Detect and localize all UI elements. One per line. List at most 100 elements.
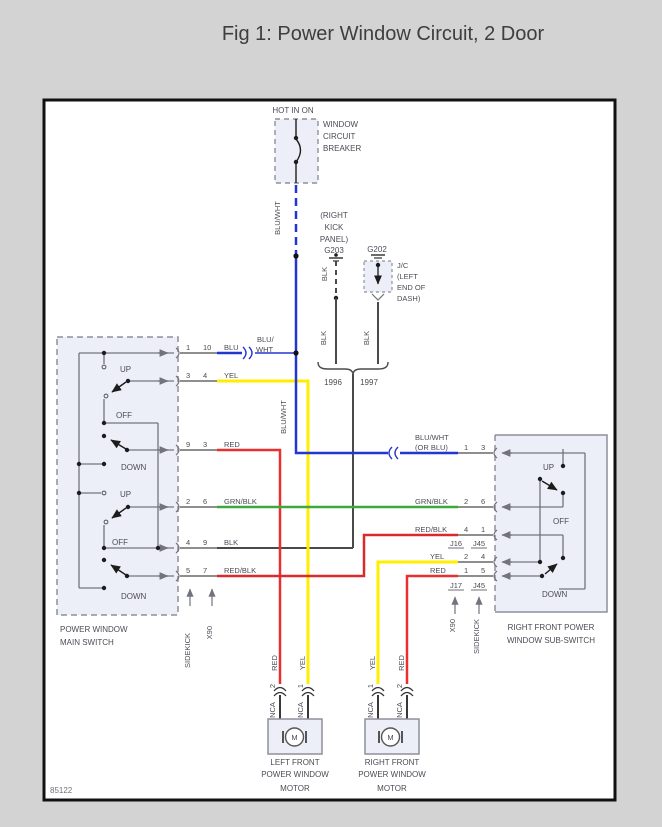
ground-g202-junction: G202 J/C (LEFT END OF DASH) (363, 245, 426, 303)
splice-dot (293, 350, 299, 356)
jc-chevron-icon (371, 293, 385, 301)
junction-id-j17: J17 (450, 581, 462, 590)
position-up-2: UP (120, 490, 131, 499)
breaker-name-line3: BREAKER (323, 144, 361, 153)
pin-number: 1 (186, 343, 190, 352)
breaker-name-line1: WINDOW (323, 120, 359, 129)
inline-connector-icon (242, 346, 399, 460)
wire-name: YEL (224, 371, 238, 380)
junction-id-j45: J45 (473, 539, 485, 548)
motor-symbol: M (291, 733, 297, 742)
year-1997: 1997 (360, 378, 378, 387)
main-switch-name-line2: MAIN SWITCH (60, 638, 114, 647)
motor-pin-number: 1 (296, 684, 305, 688)
position-off: OFF (553, 517, 569, 526)
page-title: Fig 1: Power Window Circuit, 2 Door (222, 23, 545, 45)
breaker-switch-symbol (295, 138, 302, 163)
motor-pin-number: 2 (395, 684, 404, 688)
figure-id: 85122 (50, 786, 73, 795)
wire-red-left (217, 448, 282, 684)
pin-number: 3 (481, 443, 485, 452)
wire-name: BLU/WHT (415, 433, 449, 442)
sub-switch-name-line2: WINDOW SUB-SWITCH (507, 636, 595, 645)
connector-label-x90: X90 (448, 619, 457, 632)
pin-number: 2 (464, 497, 468, 506)
sub-switch-name-line1: RIGHT FRONT POWER (508, 623, 595, 632)
pin-number: 1 (481, 525, 485, 534)
wire-label-blu-split1: BLU/ (257, 335, 275, 344)
main-switch-open-contacts (101, 364, 109, 525)
connector-label-sidekick: SIDEKICK (183, 633, 192, 668)
main-switch-pin-arcs (175, 347, 180, 582)
wire-yel-right (376, 560, 458, 684)
g203-id: G203 (324, 246, 344, 255)
position-off-2: OFF (112, 538, 128, 547)
wire-label-blk: BLK (320, 267, 329, 281)
pin-number: 6 (203, 497, 207, 506)
pin-number: 4 (186, 538, 190, 547)
g203-location-line3: PANEL) (320, 235, 349, 244)
pin-number: 1 (464, 566, 468, 575)
wire-name: GRN/BLK (224, 497, 257, 506)
ground-icon (334, 253, 338, 257)
pin-number: 4 (203, 371, 207, 380)
connector-label-sidekick: SIDEKICK (472, 619, 481, 654)
wire-label-blu-wht: BLU/WHT (279, 400, 288, 434)
wire-name: RED (224, 440, 240, 449)
wire-label-blk: BLK (362, 331, 371, 345)
pin-number: 2 (464, 552, 468, 561)
wire-name: BLK (224, 538, 238, 547)
pin-number: 2 (186, 497, 190, 506)
wire-red-blk (217, 533, 458, 578)
window-circuit-breaker: HOT IN ON WINDOW CIRCUIT BREAKER (272, 106, 361, 184)
motor-icon (380, 727, 401, 747)
pin-number: 4 (481, 552, 485, 561)
wire-yel-left (217, 379, 310, 684)
jc-label-line2: (LEFT (397, 272, 418, 281)
wire-name: RED/BLK (224, 566, 256, 575)
jc-label-line4: DASH) (397, 294, 421, 303)
year-1996: 1996 (324, 378, 342, 387)
power-window-main-switch: UP OFF DOWN UP OFF DOWN POWER WINDOW MAI… (56, 336, 180, 647)
wire-name: BLU (224, 343, 239, 352)
motor-wire-color: YEL (368, 656, 377, 670)
main-switch-name-line1: POWER WINDOW (60, 625, 128, 634)
pin-number: 6 (481, 497, 485, 506)
motor-name-line3: MOTOR (280, 784, 310, 793)
left-front-power-window-motor: M LEFT FRONT POWER WINDOW MOTOR (261, 718, 329, 793)
position-up: UP (543, 463, 554, 472)
right-front-power-window-sub-switch: UP OFF DOWN RIGHT FRONT POWER WINDOW SUB… (493, 434, 608, 645)
motor-icon (284, 727, 305, 747)
pin-number: 3 (203, 440, 207, 449)
motor-pin-number: 1 (366, 684, 375, 688)
sub-switch-arms (541, 480, 558, 575)
wire-label-nca: NCA (395, 702, 404, 718)
sub-switch-internals (501, 449, 586, 590)
wire-name: GRN/BLK (415, 497, 448, 506)
position-up-1: UP (120, 365, 131, 374)
sub-switch-box (495, 435, 607, 612)
wire-label-blk: BLK (319, 331, 328, 345)
jc-label-line3: END OF (397, 283, 426, 292)
pin-number: 9 (203, 538, 207, 547)
breaker-name-line2: CIRCUIT (323, 132, 356, 141)
motor-wire-color: RED (270, 655, 279, 671)
g203-location-line2: KICK (325, 223, 344, 232)
junction-id-j45: J45 (473, 581, 485, 590)
motor-wire-color: YEL (298, 656, 307, 670)
breaker-contact-dot (293, 135, 299, 141)
right-front-power-window-motor: M RIGHT FRONT POWER WINDOW MOTOR (358, 718, 426, 793)
pin-number: 7 (203, 566, 207, 575)
position-down-1: DOWN (121, 463, 147, 472)
main-switch-pin-rows: 1 10 BLU 3 4 YEL 9 3 RED 2 6 GRN/BLK 4 9… (186, 343, 257, 575)
g203-location-line1: (RIGHT (320, 211, 348, 220)
sub-switch-contacts (537, 463, 566, 579)
motor-pin-number: 2 (268, 684, 277, 688)
g202-id: G202 (367, 245, 387, 254)
wire-label-nca: NCA (366, 702, 375, 718)
sub-switch-pin-rows: BLU/WHT (OR BLU) 1 3 GRN/BLK 2 6 RED/BLK… (415, 433, 487, 654)
wire-label-nca: NCA (268, 702, 277, 718)
sub-switch-border (495, 434, 608, 613)
